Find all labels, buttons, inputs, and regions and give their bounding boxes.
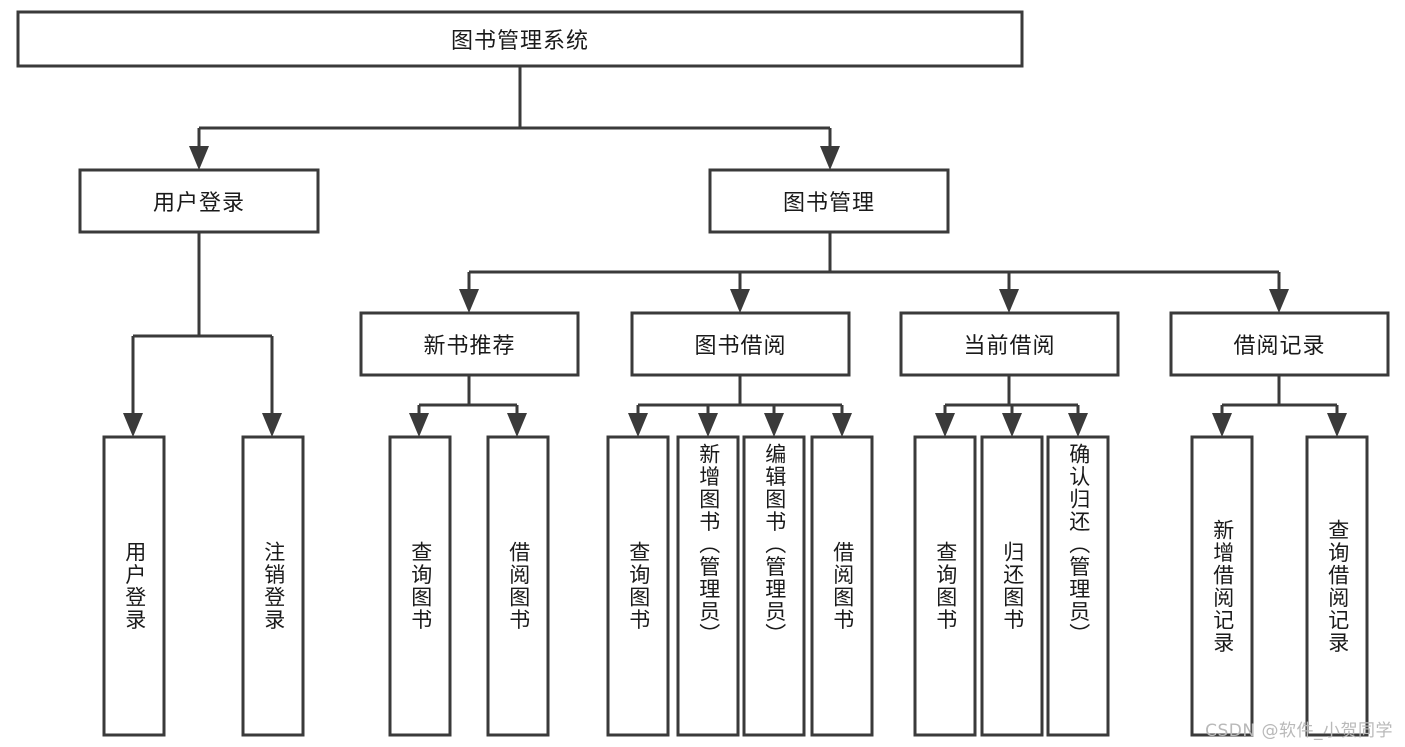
node-box-layer (16, 10, 1390, 737)
node-leaf-edit-book[interactable] (742, 435, 806, 737)
node-leaf-query-book-3[interactable] (913, 435, 977, 737)
node-leaf-borrow-book-2[interactable] (810, 435, 874, 737)
node-book-manage[interactable] (708, 168, 950, 234)
arrowhead-leaf-query-book-2 (628, 413, 648, 437)
arrowhead-leaf-user-logout (262, 413, 282, 437)
node-leaf-return-book[interactable] (980, 435, 1044, 737)
arrowhead-leaf-confirm-return (1068, 413, 1088, 437)
node-new-book-rec[interactable] (359, 311, 580, 377)
arrowhead-leaf-query-book-3 (935, 413, 955, 437)
node-root[interactable] (16, 10, 1024, 68)
node-leaf-add-book[interactable] (676, 435, 740, 737)
arrowhead-book-manage (820, 146, 840, 170)
node-leaf-query-book-2[interactable] (606, 435, 670, 737)
arrowhead-leaf-query-book-1 (409, 413, 429, 437)
arrowhead-leaf-borrow-book-1 (507, 413, 527, 437)
arrowhead-current-borrow (999, 289, 1019, 313)
arrowhead-leaf-return-book (1002, 413, 1022, 437)
arrowhead-new-book-rec (459, 289, 479, 313)
arrowhead-borrow-record (1269, 289, 1289, 313)
node-leaf-user-login[interactable] (102, 435, 166, 737)
node-leaf-add-record[interactable] (1190, 435, 1254, 737)
node-book-borrow[interactable] (630, 311, 851, 377)
arrowhead-user-login (189, 146, 209, 170)
node-borrow-record[interactable] (1169, 311, 1390, 377)
arrowhead-leaf-edit-book (764, 413, 784, 437)
arrowhead-leaf-add-book (698, 413, 718, 437)
node-leaf-query-book-1[interactable] (388, 435, 452, 737)
node-leaf-borrow-book-1[interactable] (486, 435, 550, 737)
arrowhead-leaf-add-record (1212, 413, 1232, 437)
node-leaf-confirm-return[interactable] (1046, 435, 1110, 737)
arrowhead-leaf-user-login (123, 413, 143, 437)
connector-layer (123, 66, 1347, 437)
arrowhead-book-borrow (730, 289, 750, 313)
arrowhead-leaf-query-record (1327, 413, 1347, 437)
node-current-borrow[interactable] (899, 311, 1120, 377)
node-user-login[interactable] (78, 168, 320, 234)
node-leaf-query-record[interactable] (1305, 435, 1369, 737)
arrowhead-leaf-borrow-book-2 (832, 413, 852, 437)
node-leaf-user-logout[interactable] (241, 435, 305, 737)
